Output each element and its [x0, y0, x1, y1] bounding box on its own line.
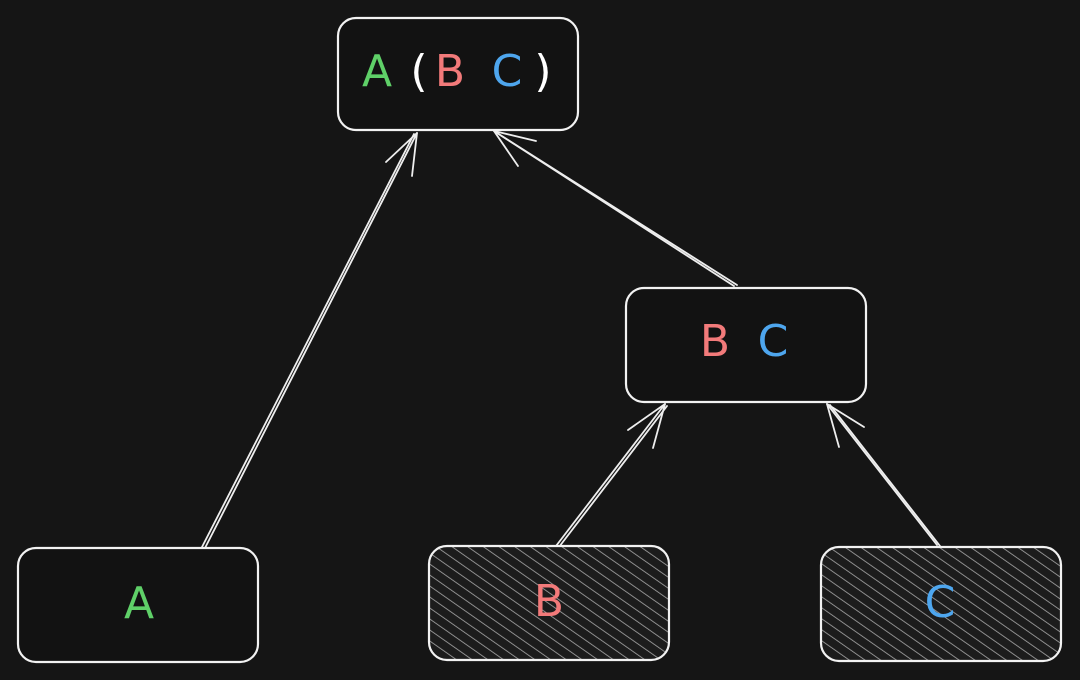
- node-bc: B C: [624, 286, 868, 404]
- node-root-token-open-paren: (: [410, 46, 427, 97]
- edge-b-to-bc: [555, 403, 668, 548]
- node-a-leaf-box: [16, 546, 260, 664]
- node-b-leaf-box: [427, 544, 671, 662]
- node-c-leaf-token-c: C: [925, 577, 956, 628]
- node-bc-box: [624, 286, 868, 404]
- node-b-leaf: B: [427, 544, 671, 662]
- edge-a-to-root: [201, 132, 418, 549]
- node-root-token-a: A: [362, 46, 392, 97]
- edge-bc-to-root: [493, 130, 738, 287]
- node-root-box: [336, 16, 580, 132]
- node-root-token-b: B: [435, 46, 465, 97]
- node-c-leaf: C: [819, 545, 1063, 663]
- node-c-leaf-box: [819, 545, 1063, 663]
- node-bc-token-b: B: [700, 316, 730, 367]
- edge-c-to-bc: [826, 403, 941, 547]
- node-bc-token-c: C: [758, 316, 789, 367]
- node-root-token-c: C: [492, 46, 523, 97]
- node-a-leaf-token-a: A: [124, 578, 154, 629]
- node-a-leaf: A: [16, 546, 260, 664]
- node-root-token-close-paren: ): [534, 46, 551, 97]
- node-b-leaf-token-b: B: [534, 576, 564, 627]
- node-root: A ( B C ): [336, 16, 580, 132]
